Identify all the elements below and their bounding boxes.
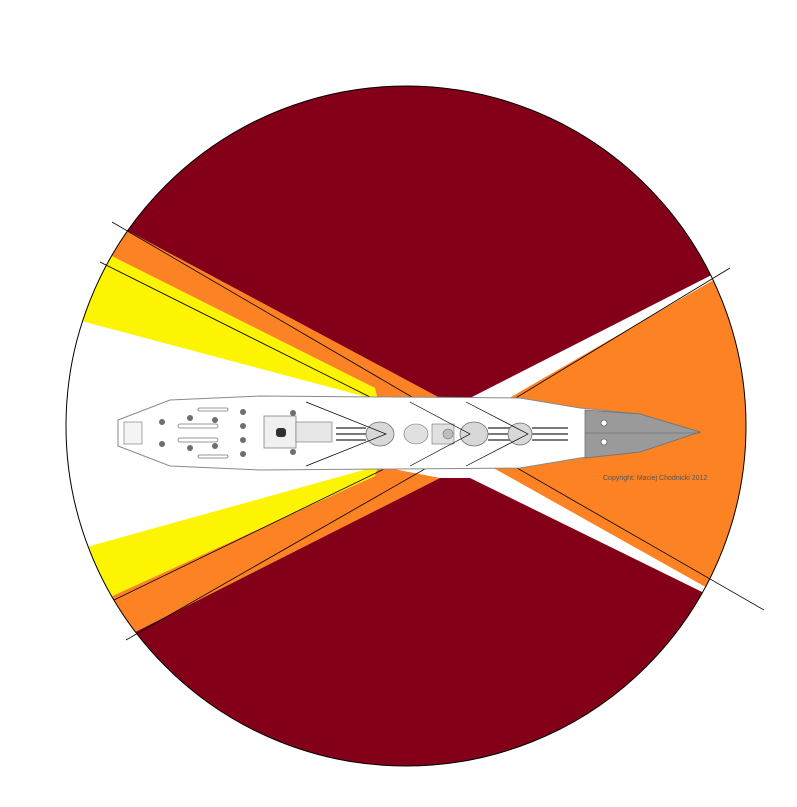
turret-a (507, 422, 568, 446)
bearing-line-3 (125, 441, 473, 641)
yellow-zone-lower (66, 466, 378, 620)
orange-zone-upper-aft (66, 200, 440, 400)
bow-anchor-icon (600, 438, 608, 446)
mid-superstructure (403, 423, 455, 445)
turret-b (459, 421, 512, 447)
stern-boats (177, 407, 229, 459)
stern-fittings (159, 409, 246, 457)
turret-arc-lines (305, 401, 529, 467)
turret-c (336, 421, 395, 447)
yellow-zone-upper (66, 230, 378, 400)
aft-deckhouse (295, 421, 333, 443)
range-circle (65, 85, 747, 767)
bow-anchor-icon (600, 419, 608, 427)
aft-fitting (290, 449, 296, 455)
ship-plan (117, 395, 702, 471)
orange-zone-lower-aft (66, 466, 440, 665)
aft-fitting (290, 410, 296, 416)
stern-deck (123, 421, 143, 445)
ship-bow (584, 409, 702, 459)
aft-funnel (276, 428, 286, 437)
copyright-notice: Copyright: Maciej Chodnicki 2012 (603, 475, 707, 482)
